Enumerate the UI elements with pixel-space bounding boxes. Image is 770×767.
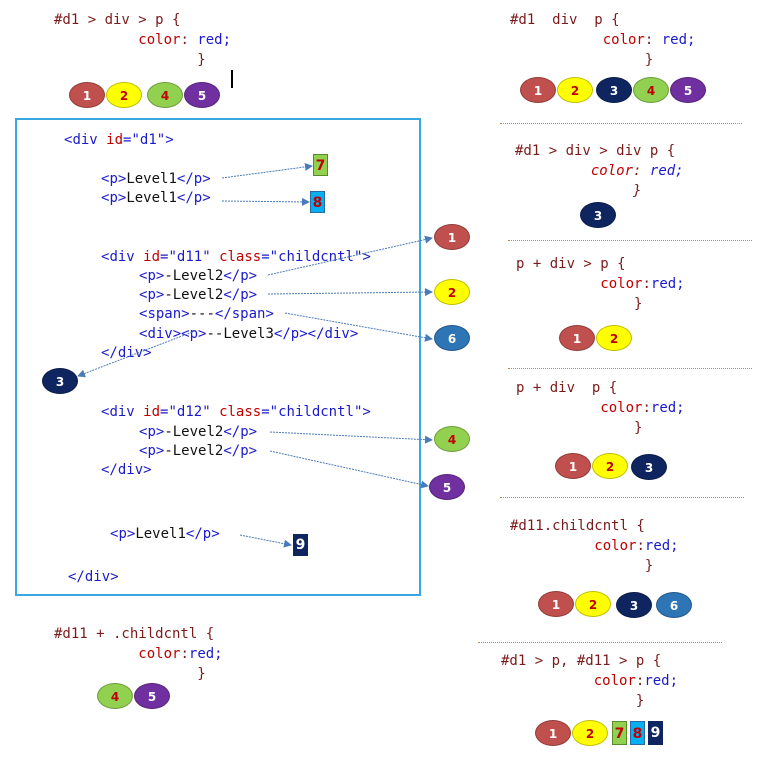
text-cursor [231, 70, 233, 88]
badge-5: 5 [670, 77, 706, 103]
badge-2: 2 [572, 720, 608, 746]
arrow-to-8 [221, 197, 310, 206]
marker-2: 2 [434, 279, 470, 305]
p-level2-d11-b: <p>-Level2</p> [139, 287, 258, 303]
arrow-to-2 [267, 288, 433, 297]
badge-5: 5 [184, 82, 220, 108]
rule-selector: #d1 > div > p { [54, 12, 181, 28]
p-level2-d12-a: <p>-Level2</p> [139, 424, 258, 440]
marker-9: 9 [293, 534, 308, 556]
badge-4: 4 [97, 683, 133, 709]
open-div-d1: <div id="d1"> [64, 132, 174, 148]
badge-4: 4 [633, 77, 669, 103]
arrow-to-1 [267, 235, 433, 276]
arrow-to-9 [239, 534, 292, 548]
badge-6: 6 [656, 592, 692, 618]
badge-4: 4 [147, 82, 183, 108]
badge-2: 2 [557, 77, 593, 103]
arrow-to-7 [221, 162, 313, 179]
marker-9: 9 [648, 721, 663, 745]
html-structure-frame [15, 118, 421, 596]
divider [500, 123, 742, 124]
rule-d1-div-p: #d1 > div > p { color: red; } [54, 12, 232, 68]
badge-1: 1 [555, 453, 591, 479]
badge-1: 1 [520, 77, 556, 103]
p-level1-a: <p>Level1</p> [101, 171, 211, 187]
arrow-to-5 [269, 450, 429, 489]
close-div-d1: </div> [68, 569, 119, 585]
rule-d1-p-d11-p: #d1 > p, #d11 > p { color:red; } [501, 653, 679, 709]
badge-1: 1 [559, 325, 595, 351]
badge-5: 5 [134, 683, 170, 709]
p-level2-d12-b: <p>-Level2</p> [139, 443, 258, 459]
rule-d1-descendant-div-p: #d1 div p { color: red; } [510, 12, 696, 68]
marker-7: 7 [313, 154, 328, 176]
badge-3: 3 [580, 202, 616, 228]
p-level1-c: <p>Level1</p> [110, 526, 220, 542]
open-div-d12: <div id="d12" class="childcntl"> [101, 404, 371, 420]
divider [508, 368, 752, 369]
badge-1: 1 [538, 591, 574, 617]
close-div-d11: </div> [101, 345, 152, 361]
marker-3: 3 [42, 368, 78, 394]
rule-d1-div-div-p: #d1 > div > div p { color: red; } [515, 143, 684, 199]
badge-3: 3 [596, 77, 632, 103]
p-level2-d11-a: <p>-Level2</p> [139, 268, 258, 284]
arrow-to-3 [77, 330, 196, 378]
rule-p-plus-div-child-p: p + div > p { color:red; } [516, 256, 685, 312]
rule-value: red; [197, 32, 232, 48]
marker-4: 4 [434, 426, 470, 452]
badge-2: 2 [575, 591, 611, 617]
badge-3: 3 [631, 454, 667, 480]
p-level1-b: <p>Level1</p> [101, 190, 211, 206]
rule-p-plus-div-descendant-p: p + div p { color:red; } [516, 380, 685, 436]
div-p-level3: <div><p>--Level3</p></div> [139, 326, 359, 342]
marker-1: 1 [434, 224, 470, 250]
badge-2: 2 [596, 325, 632, 351]
arrow-to-4 [269, 431, 433, 444]
badge-1: 1 [535, 720, 571, 746]
open-div-d11: <div id="d11" class="childcntl"> [101, 249, 371, 265]
span-dashes: <span>---</span> [139, 306, 274, 322]
marker-5: 5 [429, 474, 465, 500]
rule-d11-childcntl: #d11.childcntl { color:red; } [510, 518, 679, 574]
badge-3: 3 [616, 592, 652, 618]
marker-8: 8 [630, 721, 645, 745]
badge-1: 1 [69, 82, 105, 108]
marker-8: 8 [310, 191, 325, 213]
badge-2: 2 [106, 82, 142, 108]
rule-prop: color [138, 32, 181, 48]
badge-2: 2 [592, 453, 628, 479]
divider [500, 497, 744, 498]
marker-7: 7 [612, 721, 627, 745]
close-div-d12: </div> [101, 462, 152, 478]
rule-d11-plus-childcntl: #d11 + .childcntl { color:red; } [54, 626, 223, 682]
divider [478, 642, 722, 643]
divider [508, 240, 752, 241]
marker-6: 6 [434, 325, 470, 351]
arrow-to-6 [284, 312, 433, 342]
